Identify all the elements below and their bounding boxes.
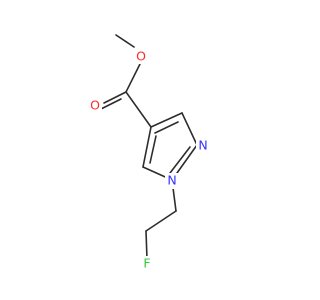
ether-oxygen-label: O bbox=[136, 49, 146, 64]
bond-oxygen-carbonyl-carbon bbox=[125, 63, 141, 93]
bonds bbox=[100, 34, 198, 260]
atom-labels: O O N N F bbox=[88, 49, 212, 271]
carbonyl-oxygen-background bbox=[88, 98, 102, 112]
molecule-structure: O O N N F bbox=[88, 34, 212, 271]
pyridine-nitrogen-background bbox=[196, 138, 212, 154]
bond-ring-c4-c3 bbox=[150, 112, 183, 128]
bond-ring-c4-c3-inner bbox=[154, 121, 179, 134]
bond-methyl-oxygen bbox=[115, 34, 135, 48]
bond-carbonyl-double-inner bbox=[100, 98, 122, 110]
fluorine-background bbox=[140, 256, 154, 270]
bond-carbonyl-ring bbox=[125, 91, 152, 128]
fluorine-label: F bbox=[143, 256, 150, 271]
carbonyl-oxygen-label: O bbox=[90, 98, 100, 113]
bond-ethyl-fluorine bbox=[145, 230, 148, 260]
bond-ring-c3-n2 bbox=[181, 112, 198, 146]
bond-ring-c5-c4-inner bbox=[149, 135, 157, 164]
ether-oxygen-background bbox=[134, 50, 148, 64]
pyridine-nitrogen-label: N bbox=[198, 138, 207, 153]
bond-carbonyl-double-outer bbox=[103, 91, 127, 104]
bond-ethyl-chain bbox=[145, 210, 177, 232]
bond-ring-n2-n1-inner bbox=[169, 146, 191, 174]
pyrrole-nitrogen-label: N bbox=[167, 173, 176, 188]
pyrrole-nitrogen-background bbox=[165, 173, 181, 189]
bond-ring-c5-c4 bbox=[142, 126, 152, 168]
